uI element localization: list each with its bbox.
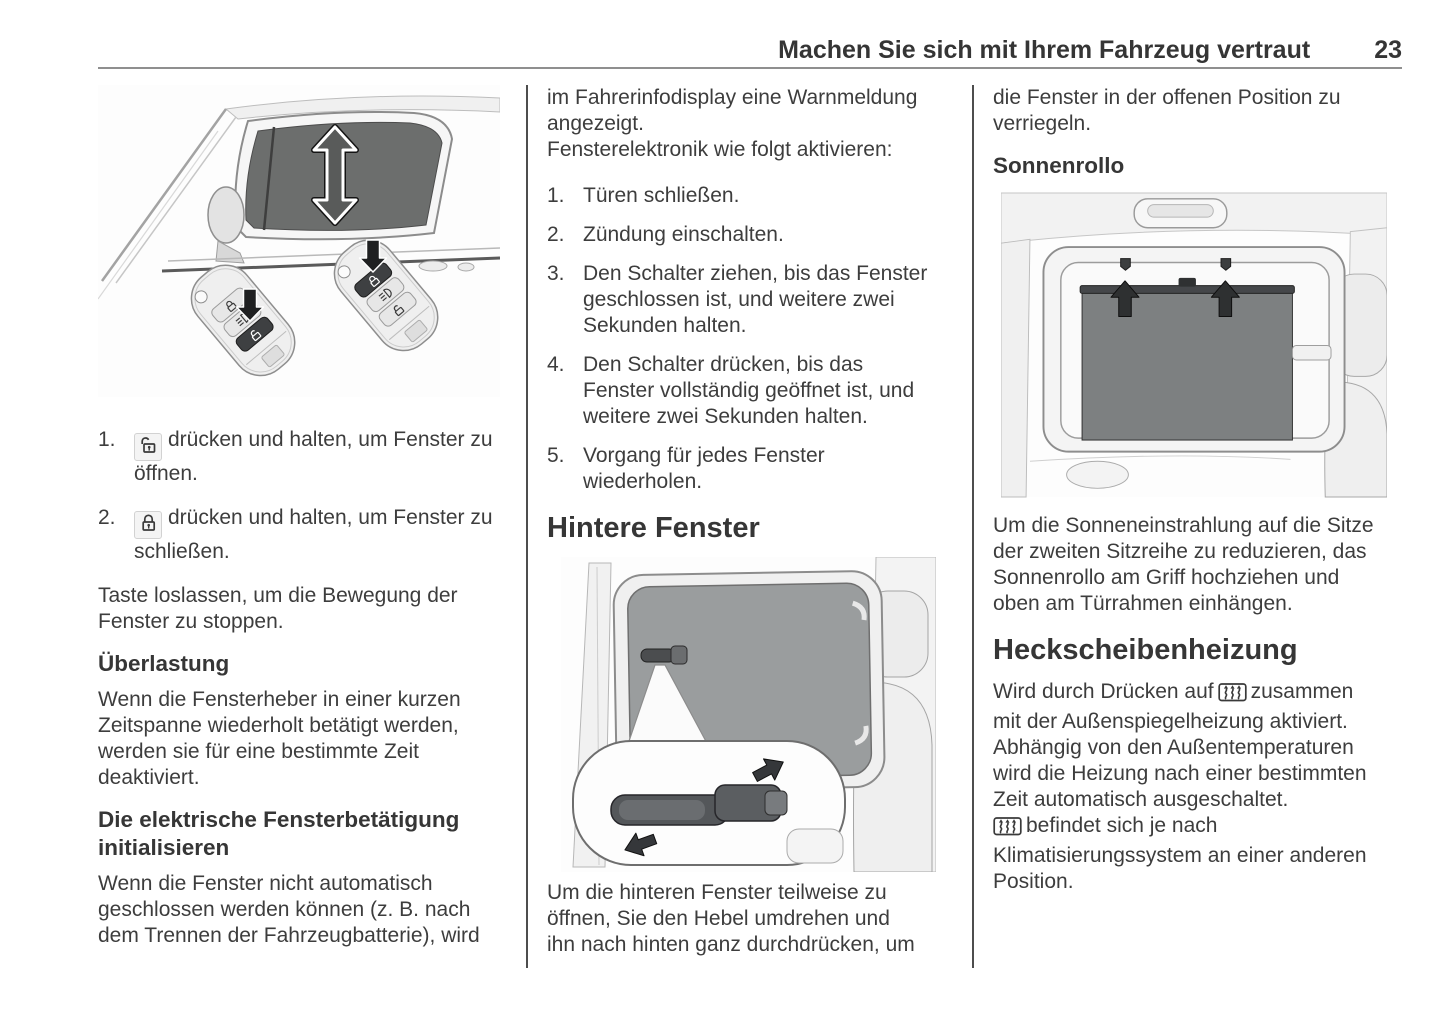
step-text: Türen schließen. (583, 184, 740, 207)
column-2: im Fahrerinfodisplay eine Warnmeldung an… (547, 85, 936, 972)
step-text: Den Schalter ziehen, bis das Fenster ges… (583, 262, 928, 337)
list-text: drücken und halten, um Fenster zu öffnen… (134, 428, 493, 485)
para-warning: im Fahrerinfodisplay eine Warnmeldung an… (547, 86, 918, 161)
sun-blind (1079, 277, 1295, 441)
step-number: 2. (547, 223, 565, 246)
lock-icon (134, 511, 162, 539)
step-text: Zündung einschalten. (583, 223, 784, 246)
window-up-down-arrow (311, 124, 359, 226)
para-release-button: Taste loslassen, um die Bewegung der Fen… (98, 584, 458, 633)
list-item: 1. drücken und halten, um Fenster zu öff… (98, 427, 500, 487)
list-number: 1. (98, 428, 116, 451)
step-text: Den Schalter drücken, bis das Fenster vo… (583, 353, 915, 428)
step-item: 3. Den Schalter ziehen, bis das Fenster … (547, 261, 933, 339)
activation-steps: 1. Türen schließen. 2. Zündung einschalt… (547, 183, 933, 495)
step-text: Vorgang für jedes Fenster wiederholen. (583, 444, 825, 493)
step-item: 1. Türen schließen. (547, 183, 933, 209)
step-item: 2. Zündung einschalten. (547, 222, 933, 248)
heading-initialize: Die elektrische Fensterbetätigung initia… (98, 807, 460, 860)
step-item: 4. Den Schalter drücken, bis das Fenster… (547, 352, 933, 430)
column-divider (526, 85, 528, 968)
page-header: Machen Sie sich mit Ihrem Fahrzeug vertr… (98, 36, 1402, 65)
para-initialize: Wenn die Fenster nicht automatisch gesch… (98, 872, 480, 947)
list-text: drücken und halten, um Fenster zu schlie… (134, 506, 493, 563)
para-lock-open-position: die Fenster in der offenen Position zu v… (993, 86, 1341, 135)
page-title: Machen Sie sich mit Ihrem Fahrzeug vertr… (778, 36, 1311, 64)
step-number: 5. (547, 444, 565, 467)
column-3: die Fenster in der offenen Position zu v… (993, 85, 1387, 909)
grab-handle (1133, 198, 1228, 229)
column-divider (972, 85, 974, 968)
unlock-icon (134, 433, 162, 461)
heading-rear-window-heating: Heckscheibenheizung (993, 634, 1298, 666)
blind-hooks (1120, 258, 1232, 271)
front-window-instructions: 1. drücken und halten, um Fenster zu öff… (98, 427, 500, 565)
column-1: 1. drücken und halten, um Fenster zu öff… (98, 85, 500, 963)
rear-window-defrost-icon (1217, 680, 1247, 709)
header-rule (98, 67, 1402, 69)
front-window-figure (98, 85, 500, 397)
remote-key-close (333, 239, 439, 352)
heading-overload: Überlastung (98, 651, 230, 676)
step-item: 5. Vorgang für jedes Fenster wiederholen… (547, 443, 933, 495)
step-number: 1. (547, 184, 565, 207)
remote-key-open (190, 264, 296, 377)
latch-turn-arrows (624, 758, 784, 857)
window-latch (640, 645, 688, 665)
para-sunblind: Um die Sonneneinstrahlung auf die Sitze … (993, 514, 1374, 615)
heading-sunblind: Sonnenrollo (993, 153, 1125, 178)
list-number: 2. (98, 506, 116, 529)
rear-window-figure (561, 557, 936, 872)
hook-up-arrows (1110, 280, 1240, 318)
step-number: 3. (547, 262, 565, 285)
page-number: 23 (1374, 36, 1402, 64)
para-rear-windows: Um die hinteren Fenster teilweise zu öff… (547, 881, 915, 956)
step-number: 4. (547, 353, 565, 376)
press-arrow-icons (235, 239, 388, 322)
heading-rear-windows: Hintere Fenster (547, 512, 760, 544)
latch-detail (610, 784, 788, 826)
rear-window-defrost-icon (993, 814, 1022, 843)
list-item: 2. drücken und halten, um Fenster zu sch… (98, 505, 500, 565)
para-overload: Wenn die Fensterheber in einer kurzen Ze… (98, 688, 461, 789)
sunblind-figure (1001, 192, 1387, 498)
